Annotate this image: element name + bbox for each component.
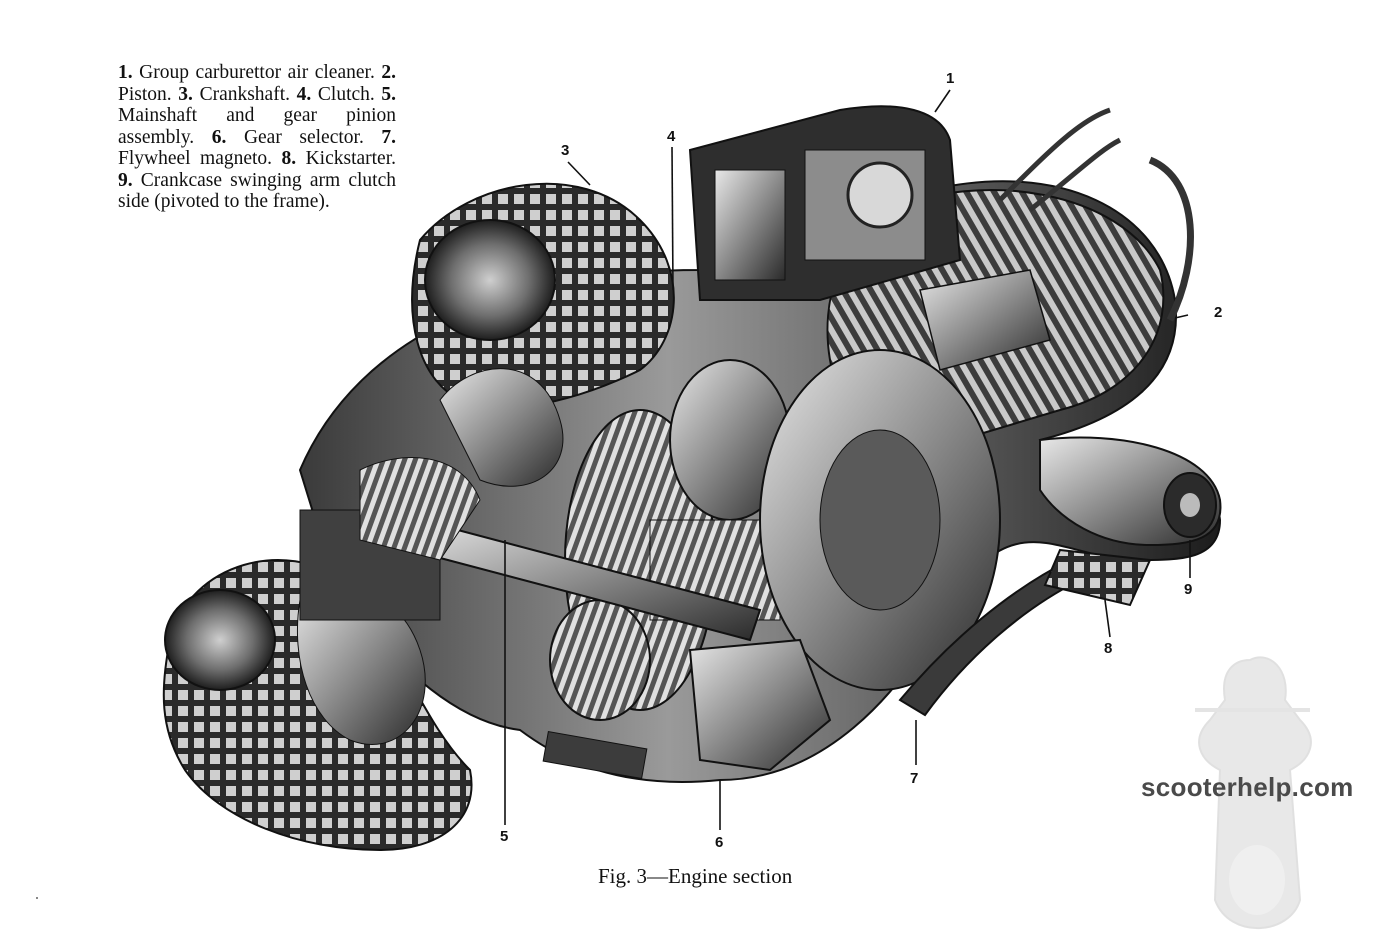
air-cleaner-box bbox=[688, 105, 962, 301]
callout-8: 8 bbox=[1104, 640, 1113, 657]
callout-9: 9 bbox=[1184, 581, 1193, 598]
legend-item-9: 9. Crankcase swinging arm clutch side (p… bbox=[118, 169, 396, 213]
legend-item-8: 8. Kickstarter. bbox=[281, 148, 397, 169]
callout-3: 3 bbox=[561, 142, 570, 159]
rear-tyre-upper bbox=[411, 182, 675, 487]
rear-tyre-lower bbox=[162, 457, 481, 852]
piston-shape bbox=[919, 269, 1051, 371]
swinging-arm bbox=[1039, 436, 1222, 547]
legend-item-7: 7. Flywheel magneto. bbox=[118, 126, 397, 170]
legend-item-6: 6. Gear selector. bbox=[211, 126, 364, 148]
legend-item-3: 3. Crankshaft. bbox=[178, 83, 290, 105]
legend-item-4: 4. Clutch. bbox=[296, 83, 375, 105]
legend-item-1: 1. Group carburettor air cleaner. bbox=[118, 62, 375, 83]
callout-5: 5 bbox=[500, 828, 509, 845]
flywheel-magneto bbox=[759, 349, 1001, 691]
stray-dot bbox=[36, 897, 38, 899]
parts-legend: 1. Group carburettor air cleaner. 2. Pis… bbox=[118, 62, 396, 213]
legend-item-5: 5. Mainshaft and gear pinion assembly. bbox=[118, 83, 397, 148]
control-cables bbox=[998, 107, 1194, 322]
gear-cluster bbox=[549, 359, 791, 721]
scooter-watermark-graphic bbox=[1195, 656, 1312, 930]
watermark-text: scooterhelp.com bbox=[1141, 772, 1354, 802]
kickstarter bbox=[898, 548, 1152, 717]
figure-caption: Fig. 3—Engine section bbox=[598, 864, 793, 888]
legend-item-2: 2. Piston. bbox=[118, 62, 396, 105]
leader-lines bbox=[504, 89, 1191, 830]
callout-1: 1 bbox=[946, 70, 955, 87]
callout-7: 7 bbox=[910, 770, 919, 787]
gear-selector-housing bbox=[542, 638, 832, 780]
callout-6: 6 bbox=[715, 834, 724, 851]
callout-4: 4 bbox=[667, 128, 676, 145]
callout-2: 2 bbox=[1214, 304, 1223, 321]
